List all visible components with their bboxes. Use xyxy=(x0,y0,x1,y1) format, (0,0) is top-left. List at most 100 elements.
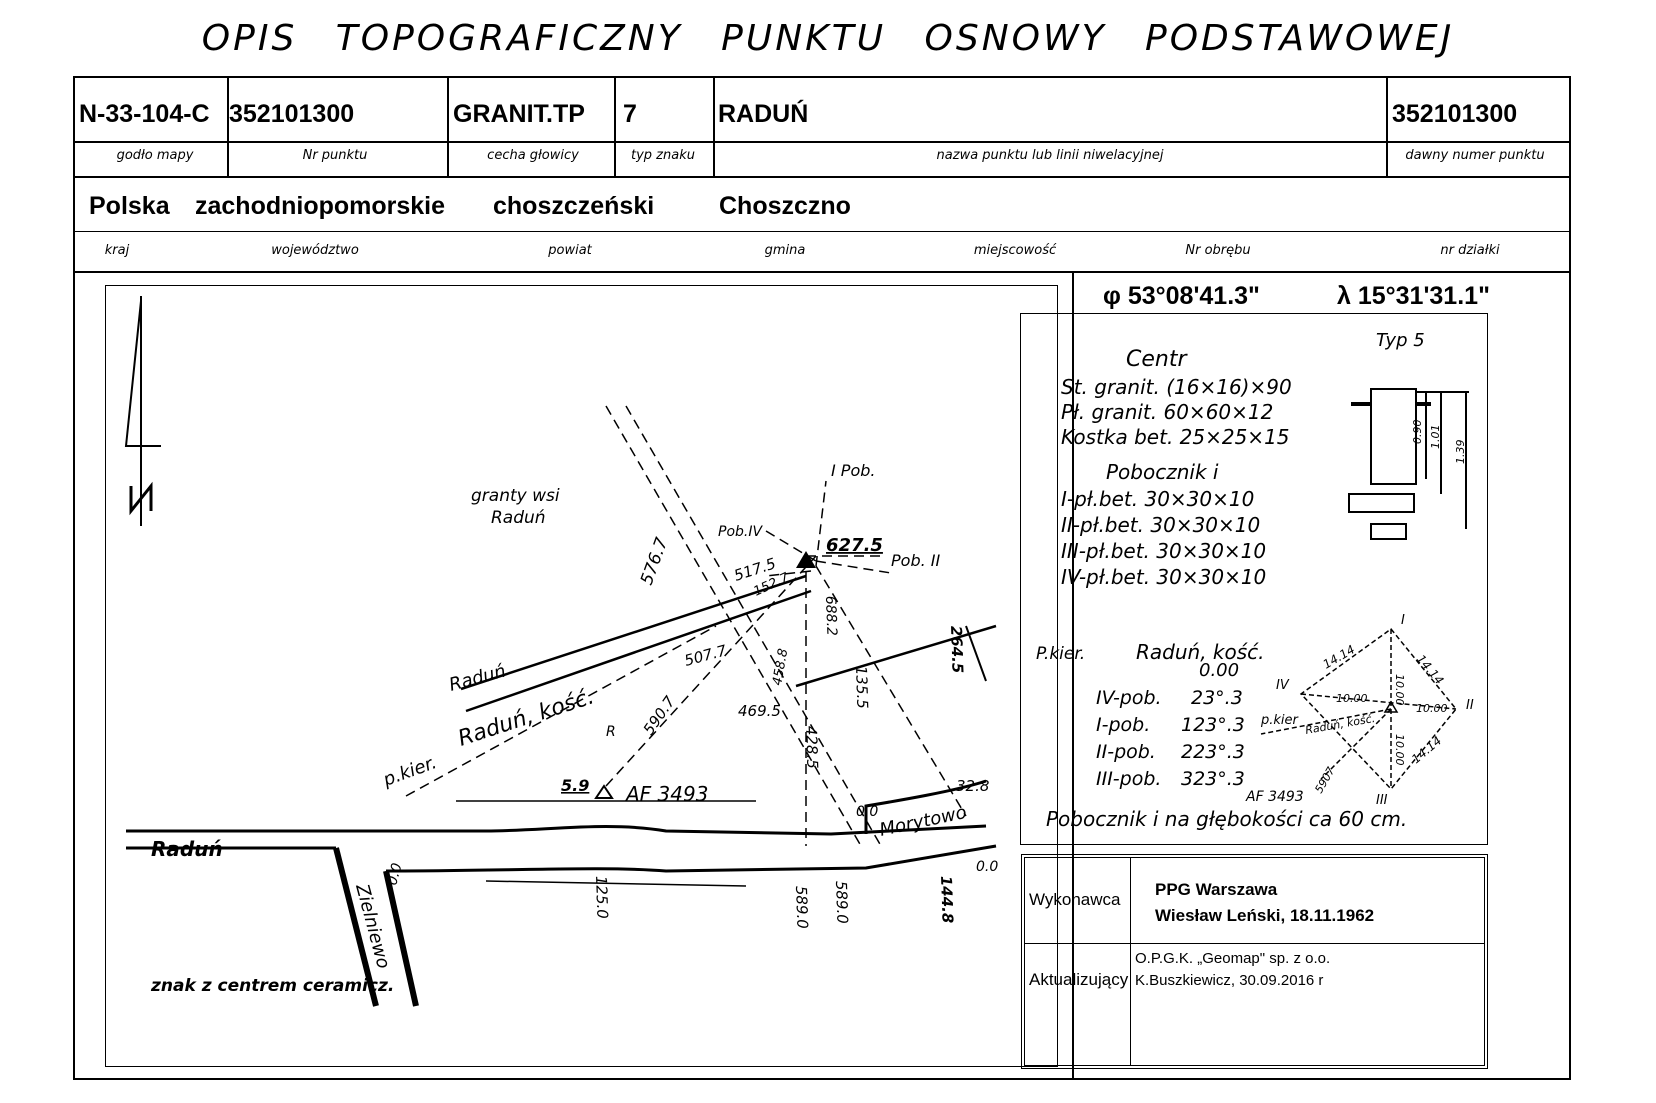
sk-14-14-b: 14.14 xyxy=(1414,652,1447,687)
label-pob2: Pob. II xyxy=(891,551,940,570)
dist-5-9: 5.9 xyxy=(561,776,589,795)
caption-obreb: Nr obrębu xyxy=(1185,243,1251,258)
head-mark: GRANIT.TP xyxy=(453,100,585,128)
centr-heading: Centr xyxy=(1126,347,1188,372)
point-triangle-icon xyxy=(796,551,816,568)
voivodeship: zachodniopomorskie xyxy=(195,192,446,220)
col-divider-1 xyxy=(227,78,229,176)
caption-gmina: gmina xyxy=(764,243,806,258)
dist-589-0-b: 589.0 xyxy=(832,881,851,925)
caption-kraj: kraj xyxy=(104,243,130,258)
row1-bottom xyxy=(75,176,1569,178)
sk-10-00-a: 10.00 xyxy=(1393,674,1406,706)
dist-144-8: 144.8 xyxy=(937,876,957,924)
sk-raduń: Raduń, kość. xyxy=(1304,712,1376,737)
label-note: znak z centrem ceramicz. xyxy=(150,976,394,996)
country: Polska xyxy=(89,192,170,220)
sk-label-IV: IV xyxy=(1276,678,1290,693)
pob-line-1: I-pł.bet. 30×30×10 xyxy=(1061,487,1254,511)
caption-powiat: powiat xyxy=(548,243,592,258)
sk-label-III: III xyxy=(1376,793,1388,808)
latitude: φ 53°08'41.3" xyxy=(1103,282,1260,310)
pkier-label: P.kier. xyxy=(1036,644,1085,664)
pob-line-3: III-pł.bet. 30×30×10 xyxy=(1061,539,1266,563)
sk-af: AF 3493 xyxy=(1245,789,1304,805)
dist-428-5: 428.5 xyxy=(802,726,821,770)
dist-576-7: 576.7 xyxy=(637,535,673,588)
dim-1-39: 1.39 xyxy=(1454,440,1467,465)
dir-row-3-value: 223°.3 xyxy=(1181,741,1245,763)
profile-drawing xyxy=(1348,388,1469,540)
pob-footer: Pobocznik i na głębokości ca 60 cm. xyxy=(1046,807,1407,831)
point-number: 352101300 xyxy=(229,100,355,128)
col-divider-5 xyxy=(1386,78,1388,176)
sketch-map-box: granty wsi Raduń Raduń Raduń, kość. p.ki… xyxy=(105,285,1058,1067)
dir-row-1-name: IV-pob. xyxy=(1096,687,1162,709)
caption-cecha: cecha głowicy xyxy=(487,148,579,163)
label-raduń-road: Raduń xyxy=(151,837,223,861)
pob-line-4: IV-pł.bet. 30×30×10 xyxy=(1061,565,1266,589)
caption-wojewodztwo: województwo xyxy=(271,243,359,258)
dir-row-1-value: 23°.3 xyxy=(1191,687,1243,709)
af-triangle-icon xyxy=(594,784,614,799)
county: choszczeński xyxy=(493,192,655,220)
sk-5907: 5907 xyxy=(1312,765,1337,796)
dir-row-4-value: 323°.3 xyxy=(1181,768,1245,790)
sk-pkier: p.kier xyxy=(1260,713,1300,728)
map-sheet-id: N-33-104-C xyxy=(79,100,210,128)
dist-688-2: 688.2 xyxy=(822,596,839,637)
wykonawca-line-2: Wiesław Leński, 18.11.1962 xyxy=(1155,906,1375,925)
ditch-ticks xyxy=(456,800,756,887)
main-frame: N-33-104-C 352101300 GRANIT.TP 7 RADUŃ 3… xyxy=(73,76,1571,1080)
pobocznik-sketch xyxy=(1260,627,1457,791)
dim-0-90: 0.90 xyxy=(1411,420,1424,445)
dist-264-5: 264.5 xyxy=(947,626,967,674)
caption-nazwa: nazwa punktu lub linii niwelacyjnej xyxy=(936,148,1164,163)
wykonawca-label: Wykonawca xyxy=(1029,890,1121,909)
aktualizujacy-line-2: K.Buszkiewicz, 30.09.2016 r xyxy=(1135,972,1324,989)
centr-line-3: Kostka bet. 25×25×15 xyxy=(1061,425,1290,449)
small-triangle-icon xyxy=(1383,700,1399,713)
sk-14-14-c: 14.14 xyxy=(1409,733,1444,766)
row2-divider xyxy=(75,231,1569,232)
aktualizujacy-label: Aktualizujący xyxy=(1029,970,1129,989)
wykonawca-line-1: PPG Warszawa xyxy=(1155,880,1278,899)
dist-589-0-a: 589.0 xyxy=(792,886,811,930)
dist-627-5: 627.5 xyxy=(826,535,883,556)
label-raduń-kosc: Raduń, kość. xyxy=(455,684,597,751)
caption-dawny: dawny numer punktu xyxy=(1405,148,1545,163)
label-granty: granty wsi xyxy=(471,486,560,506)
pkier-name: Raduń, kość. xyxy=(1136,640,1265,664)
dist-507-7: 507.7 xyxy=(682,641,729,670)
caption-godlo: godło mapy xyxy=(116,148,194,163)
label-pob4: Pob.IV xyxy=(718,524,763,540)
point-name: RADUŃ xyxy=(718,100,809,128)
pob-line-2: II-pł.bet. 30×30×10 xyxy=(1061,513,1260,537)
centr-line-2: Pł. granit. 60×60×12 xyxy=(1061,400,1273,424)
row1-divider xyxy=(75,141,1569,143)
label-raduń-arrow: Raduń xyxy=(447,661,508,696)
document-title: OPIS TOPOGRAFICZNY PUNKTU OSNOWY PODSTAW… xyxy=(201,18,1455,59)
col-divider-2 xyxy=(447,78,449,176)
sketch-map: granty wsi Raduń Raduń Raduń, kość. p.ki… xyxy=(124,296,998,1007)
executor-box: Wykonawca PPG Warszawa Wiesław Leński, 1… xyxy=(1021,854,1488,1069)
sk-10-00-b: 10.00 xyxy=(1336,692,1368,705)
centre-description: Centr St. granit. (16×16)×90 Pł. granit.… xyxy=(1036,330,1474,831)
road-raduń xyxy=(126,779,997,873)
label-pob1: I Pob. xyxy=(831,461,875,480)
sk-label-I: I xyxy=(1401,613,1405,628)
col-divider-4 xyxy=(713,78,715,176)
mark-type: 7 xyxy=(623,100,637,128)
sketch-right-divider xyxy=(1072,271,1074,1080)
label-p-kier: p.kier. xyxy=(380,752,440,791)
old-point-number: 352101300 xyxy=(1392,100,1518,128)
sk-14-14-a: 14.14 xyxy=(1321,642,1358,671)
dir-row-4-name: III-pob. xyxy=(1096,768,1161,790)
dist-0-0-a: 0.0 xyxy=(384,861,405,887)
row2-bottom xyxy=(75,271,1569,273)
caption-miejscowosc: miejscowość xyxy=(973,243,1057,258)
dist-0-0-c: 0.0 xyxy=(976,859,998,875)
caption-typ: typ znaku xyxy=(631,148,695,163)
col-divider-3 xyxy=(614,78,616,176)
dashed-lines xyxy=(405,405,967,847)
